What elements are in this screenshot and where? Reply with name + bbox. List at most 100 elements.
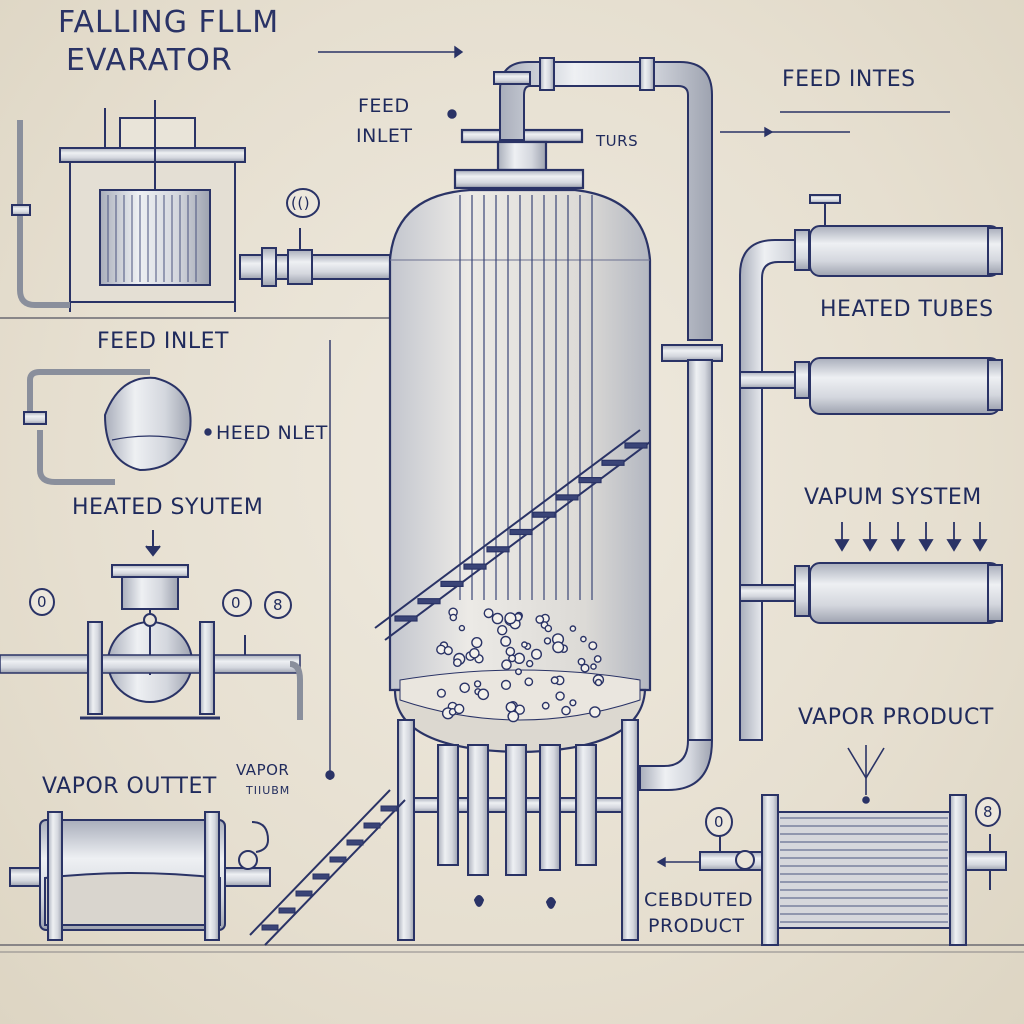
label-feed-inlet-top-line1: FEED — [358, 95, 410, 117]
label-vapor-outtet: VAPOR OUTTET — [42, 774, 217, 799]
vapor-product-drip — [847, 745, 885, 804]
bubble — [593, 655, 602, 663]
bubble — [588, 641, 598, 651]
stair-tread — [312, 873, 330, 880]
bubble — [561, 705, 571, 716]
bubble — [589, 706, 601, 718]
bubble — [501, 659, 512, 671]
label-cebduted-product-line1: CEBDUTED — [644, 889, 754, 911]
label-heed-inlet: HEED NLET — [216, 422, 328, 444]
gauge-mid-center: 0 — [231, 594, 242, 612]
bubble — [569, 625, 577, 632]
bubble — [577, 657, 586, 666]
bubble — [594, 678, 603, 687]
stair-tread — [555, 494, 579, 501]
gauge-mid-right: 8 — [273, 596, 284, 614]
vessel-tubes — [459, 195, 593, 600]
leader-lines — [204, 45, 950, 868]
bubble — [521, 641, 528, 648]
bubble — [483, 608, 494, 619]
bubble — [507, 710, 520, 723]
stair-tread — [329, 856, 347, 863]
concentrated-product-condenser — [699, 794, 1007, 946]
stair-tread — [463, 563, 487, 570]
vacuum-arrows — [834, 522, 988, 552]
floor-lines — [0, 317, 1024, 953]
bubble — [535, 615, 545, 624]
stair-tread — [261, 924, 279, 931]
bubble — [531, 648, 543, 660]
bubble — [443, 645, 453, 656]
stair-tread — [624, 442, 648, 449]
label-vapor-tiubm-line2: TIIUBM — [246, 784, 291, 797]
bubble — [526, 659, 534, 668]
bubble — [458, 624, 466, 632]
label-vapum-system: VAPUM SYSTEM — [804, 485, 982, 510]
bubble — [515, 668, 523, 676]
stair-tread — [509, 528, 533, 536]
internal-stair — [374, 429, 651, 641]
bubble — [452, 658, 462, 667]
bubble — [449, 613, 458, 622]
stair-tread — [440, 580, 464, 588]
label-cebduted-product-line2: PRODUCT — [648, 915, 745, 937]
bubble — [555, 691, 565, 701]
external-stair — [249, 789, 406, 946]
bubble — [500, 679, 512, 691]
bubble — [477, 688, 490, 701]
stair-tread — [278, 907, 296, 914]
diagram-title-line2: EVARATOR — [66, 43, 233, 78]
bubble — [505, 701, 517, 713]
stair-tread — [346, 839, 364, 846]
label-heated-tubes: HEATED TUBES — [820, 297, 994, 322]
stair-tread — [394, 615, 418, 622]
bubble — [500, 635, 512, 647]
bubble — [580, 635, 587, 643]
bubble — [459, 682, 471, 694]
label-vapor-product: VAPOR PRODUCT — [798, 705, 994, 730]
diagram-title-line1: FALLING FLLM — [58, 5, 280, 40]
bubble — [473, 680, 482, 688]
gauge-bottom-right-b: 8 — [983, 803, 994, 821]
stair-tread — [486, 546, 510, 553]
heated-system-pump — [0, 530, 303, 720]
bubble — [541, 701, 550, 710]
bubble — [469, 648, 480, 659]
bubble — [544, 624, 553, 633]
heed-inlet-unit — [23, 369, 192, 485]
vapor-outlet-tank — [9, 811, 271, 941]
vapor-return-pipe — [493, 57, 723, 791]
bubble — [505, 646, 516, 657]
label-turs: TURS — [596, 132, 639, 150]
feed-tank-unit — [11, 100, 391, 312]
bubbles — [436, 607, 605, 723]
vessel-legs — [397, 719, 639, 941]
bubble — [524, 677, 534, 687]
bubble — [504, 612, 517, 625]
label-heated-syutem: HEATED SYUTEM — [72, 495, 264, 520]
bubble — [580, 663, 590, 673]
bubble — [491, 612, 504, 625]
stair-tread — [578, 477, 602, 484]
bubble — [552, 641, 565, 654]
bubble — [550, 676, 559, 685]
bubble — [590, 663, 597, 670]
label-feed-inlet-left: FEED INLET — [97, 329, 229, 354]
stair-tread — [380, 805, 398, 812]
bubble — [543, 637, 552, 645]
bubble — [497, 625, 508, 636]
bubble — [471, 636, 483, 649]
right-exchangers — [739, 194, 1003, 741]
gauge-bottom-right-a: 0 — [714, 813, 725, 831]
bubble — [454, 703, 465, 715]
bubble — [569, 699, 577, 707]
gauge-top-left: (() — [291, 194, 311, 212]
label-vapor-tiubm-line1: VAPOR — [236, 761, 290, 779]
stair-tread — [532, 511, 556, 518]
label-feed-intes: FEED INTES — [782, 67, 916, 92]
stair-tread — [295, 890, 313, 897]
gauge-mid-left: 0 — [37, 593, 48, 611]
stair-tread — [601, 459, 625, 466]
